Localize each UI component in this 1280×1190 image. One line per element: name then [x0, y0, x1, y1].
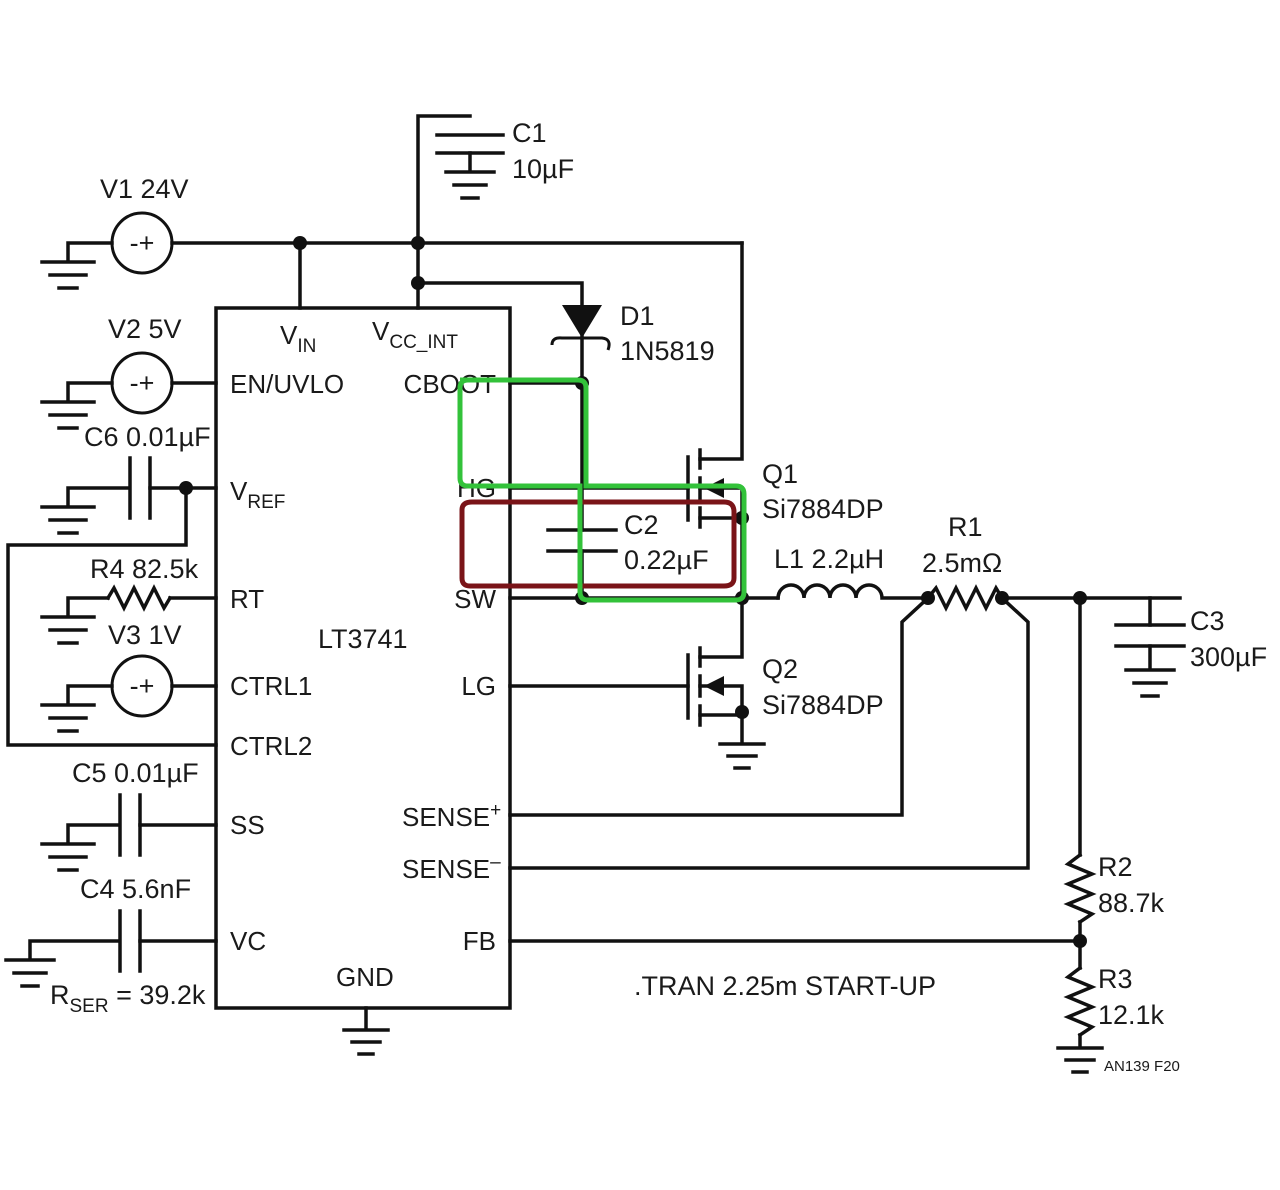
c5-label: C5 0.01µF [72, 758, 199, 788]
v2-source: -+ [40, 351, 218, 430]
pin-cboot: CBOOT [404, 369, 497, 399]
pin-sw: SW [454, 584, 496, 614]
pin-sense-minus: SENSE– [402, 852, 501, 884]
pin-lg: LG [461, 671, 496, 701]
rser-label: RSER = 39.2k [50, 980, 206, 1017]
c2-ref: C2 [624, 510, 659, 540]
v2-label: V2 5V [108, 314, 182, 344]
c4-label: C4 5.6nF [80, 874, 191, 904]
q2-value: Si7884DP [762, 690, 884, 720]
d1-diode [416, 281, 611, 385]
v2-polarity: -+ [130, 368, 155, 398]
r3-ref: R3 [1098, 964, 1133, 994]
figure-id: AN139 F20 [1104, 1058, 1180, 1075]
v1-source: -+ [40, 211, 744, 290]
pin-vcc-int: VCC_INT [372, 316, 458, 353]
l1-inductor [776, 583, 930, 600]
v3-polarity: -+ [130, 671, 155, 701]
c1-ref: C1 [512, 118, 547, 148]
ic-ground [342, 1006, 390, 1056]
red-highlight-box [459, 499, 737, 589]
r1-ref: R1 [948, 512, 983, 542]
c6-label: C6 0.01µF [84, 422, 211, 452]
r4-resistor [40, 584, 218, 645]
l1-label: L1 2.2µH [774, 544, 884, 574]
pin-vin: VIN [280, 320, 316, 357]
tran-directive: .TRAN 2.25m START-UP [634, 971, 936, 1001]
v1-label: V1 24V [100, 174, 189, 204]
pin-vref: VREF [230, 476, 285, 513]
pin-en-uvlo: EN/UVLO [230, 369, 344, 399]
c6-capacitor [6, 456, 218, 747]
pin-vc: VC [230, 926, 266, 956]
v3-source: -+ [40, 654, 218, 733]
wire-sense-plus [508, 595, 931, 817]
ic-name: LT3741 [318, 624, 408, 654]
c3-capacitor [1114, 596, 1186, 698]
c4-capacitor [4, 909, 218, 988]
pin-gnd: GND [336, 962, 394, 992]
d1-ref: D1 [620, 301, 655, 331]
c1-capacitor [416, 114, 505, 245]
r4-label: R4 82.5k [90, 554, 199, 584]
q1-ref: Q1 [762, 459, 798, 489]
pin-ctrl1: CTRL1 [230, 671, 312, 701]
junction [411, 236, 425, 250]
r1-value: 2.5mΩ [922, 548, 1002, 578]
v3-label: V3 1V [108, 620, 182, 650]
r1-resistor [921, 584, 1182, 612]
c2-value: 0.22µF [624, 545, 709, 575]
divider [1056, 591, 1104, 1074]
pin-ctrl2: CTRL2 [230, 731, 312, 761]
v1-polarity: -+ [130, 228, 155, 258]
c3-value: 300µF [1190, 642, 1267, 672]
pin-rt: RT [230, 584, 264, 614]
pin-sense-plus: SENSE+ [402, 800, 501, 832]
pin-ss: SS [230, 810, 265, 840]
q2-mosfet [686, 596, 766, 770]
c5-capacitor [40, 793, 218, 872]
r2-ref: R2 [1098, 852, 1133, 882]
q2-ref: Q2 [762, 654, 798, 684]
pin-fb: FB [463, 926, 496, 956]
ic-body [214, 306, 512, 1010]
c1-value: 10µF [512, 154, 574, 184]
r2-value: 88.7k [1098, 888, 1165, 918]
r3-value: 12.1k [1098, 1000, 1165, 1030]
green-highlight-box [457, 377, 747, 603]
c3-ref: C3 [1190, 606, 1225, 636]
wire-sense-minus [508, 595, 1030, 870]
junction [293, 236, 307, 250]
q1-value: Si7884DP [762, 494, 884, 524]
d1-value: 1N5819 [620, 336, 715, 366]
